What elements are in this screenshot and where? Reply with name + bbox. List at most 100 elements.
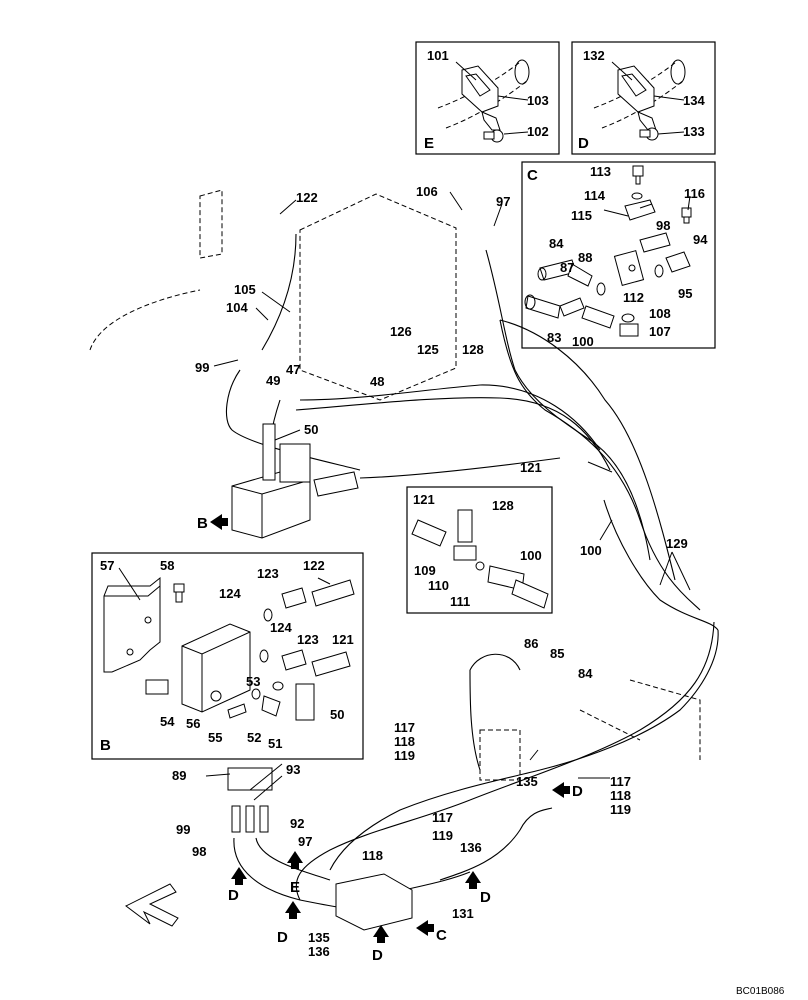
arrow-d-label-5: D bbox=[572, 783, 583, 800]
callout-89: 89 bbox=[172, 768, 186, 783]
callout-118-b: 118 bbox=[610, 788, 631, 803]
callout-111: 111 bbox=[450, 594, 470, 609]
callout-121-a: 121 bbox=[520, 460, 542, 475]
callout-83: 83 bbox=[547, 330, 561, 345]
callout-131: 131 bbox=[452, 906, 474, 921]
callout-87: 87 bbox=[560, 260, 574, 275]
detail-box-b bbox=[91, 552, 364, 760]
callout-117-a: 117 bbox=[394, 720, 415, 735]
callout-117-c: 117 bbox=[432, 810, 453, 825]
arrow-c-label: C bbox=[436, 927, 447, 944]
callout-100-a: 100 bbox=[580, 543, 602, 558]
callout-98-b: 98 bbox=[192, 844, 206, 859]
arrow-d-label-1: D bbox=[228, 887, 239, 904]
drawing-reference: BC01B086 bbox=[736, 986, 785, 997]
callout-118-c: 118 bbox=[362, 848, 383, 863]
callout-115: 115 bbox=[571, 208, 592, 223]
callout-122-a: 122 bbox=[296, 190, 318, 205]
box-e-label: E bbox=[424, 135, 434, 152]
callout-99-b: 99 bbox=[176, 822, 190, 837]
callout-102: 102 bbox=[527, 124, 549, 139]
callout-122-b: 122 bbox=[303, 558, 325, 573]
callout-124-b: 124 bbox=[270, 620, 292, 635]
solenoid-valve bbox=[231, 423, 359, 539]
arrow-e-label: E bbox=[290, 879, 300, 896]
callout-109: 109 bbox=[414, 563, 436, 578]
arrow-b-label: B bbox=[197, 515, 208, 532]
callout-94: 94 bbox=[693, 232, 708, 247]
callout-121-b: 121 bbox=[413, 492, 435, 507]
leader-lines bbox=[118, 61, 691, 801]
callout-136-b: 136 bbox=[308, 944, 330, 959]
box-b-label: B bbox=[100, 737, 111, 754]
callout-104: 104 bbox=[226, 300, 248, 315]
callout-56: 56 bbox=[186, 716, 200, 731]
view-arrows bbox=[125, 514, 570, 943]
callout-105: 105 bbox=[234, 282, 256, 297]
callout-121-c: 121 bbox=[332, 632, 354, 647]
callout-132: 132 bbox=[583, 48, 605, 63]
callout-58: 58 bbox=[160, 558, 174, 573]
callout-103: 103 bbox=[527, 93, 549, 108]
callout-123-b: 123 bbox=[297, 632, 319, 647]
callout-135-a: 135 bbox=[516, 774, 538, 789]
callout-47: 47 bbox=[286, 362, 300, 377]
callout-95: 95 bbox=[678, 286, 692, 301]
box-d-label: D bbox=[578, 135, 589, 152]
callout-123-a: 123 bbox=[257, 566, 279, 581]
callout-106: 106 bbox=[416, 184, 438, 199]
callout-107: 107 bbox=[649, 324, 671, 339]
callout-126: 126 bbox=[390, 324, 412, 339]
detail-box-tee bbox=[406, 486, 553, 614]
callout-128-a: 128 bbox=[462, 342, 484, 357]
callout-50-a: 50 bbox=[304, 422, 318, 437]
callout-133: 133 bbox=[683, 124, 705, 139]
detail-box-d bbox=[571, 41, 716, 155]
bottom-manifold bbox=[227, 767, 413, 931]
callout-125: 125 bbox=[417, 342, 439, 357]
callout-114: 114 bbox=[584, 188, 606, 203]
callout-52: 52 bbox=[247, 730, 261, 745]
callout-85: 85 bbox=[550, 646, 564, 661]
callout-57: 57 bbox=[100, 558, 114, 573]
callout-136-a: 136 bbox=[460, 840, 482, 855]
callout-88: 88 bbox=[578, 250, 592, 265]
callout-117-b: 117 bbox=[610, 774, 631, 789]
callout-113: 113 bbox=[590, 164, 611, 179]
callout-97-a: 97 bbox=[496, 194, 510, 209]
callout-128-b: 128 bbox=[492, 498, 514, 513]
callout-101: 101 bbox=[427, 48, 449, 63]
arrow-d-label-3: D bbox=[372, 947, 383, 964]
callout-98-c: 98 bbox=[656, 218, 670, 233]
callout-93: 93 bbox=[286, 762, 300, 777]
callout-84-c: 84 bbox=[549, 236, 564, 251]
callout-100-b: 100 bbox=[520, 548, 542, 563]
callout-135-b: 135 bbox=[308, 930, 330, 945]
callout-55: 55 bbox=[208, 730, 222, 745]
box-c-label: C bbox=[527, 167, 538, 184]
callout-92: 92 bbox=[290, 816, 304, 831]
callout-50-b: 50 bbox=[330, 707, 344, 722]
callout-51: 51 bbox=[268, 736, 282, 751]
cab-outline bbox=[89, 189, 701, 781]
callout-54: 54 bbox=[160, 714, 175, 729]
callout-119-a: 119 bbox=[394, 748, 415, 763]
callout-48: 48 bbox=[370, 374, 384, 389]
callout-99-a: 99 bbox=[195, 360, 209, 375]
callout-110: 110 bbox=[428, 578, 449, 593]
callout-119-c: 119 bbox=[432, 828, 453, 843]
callout-129: 129 bbox=[666, 536, 688, 551]
detail-box-e bbox=[415, 41, 560, 155]
callout-86: 86 bbox=[524, 636, 538, 651]
callout-118-a: 118 bbox=[394, 734, 415, 749]
callout-134: 134 bbox=[683, 93, 705, 108]
arrow-d-label-2: D bbox=[277, 929, 288, 946]
callout-100-c: 100 bbox=[572, 334, 594, 349]
callout-119-b: 119 bbox=[610, 802, 631, 817]
callout-53: 53 bbox=[246, 674, 260, 689]
callout-108: 108 bbox=[649, 306, 671, 321]
arrow-d-label-4: D bbox=[480, 889, 491, 906]
callout-124-a: 124 bbox=[219, 586, 241, 601]
detail-box-c bbox=[521, 161, 716, 349]
